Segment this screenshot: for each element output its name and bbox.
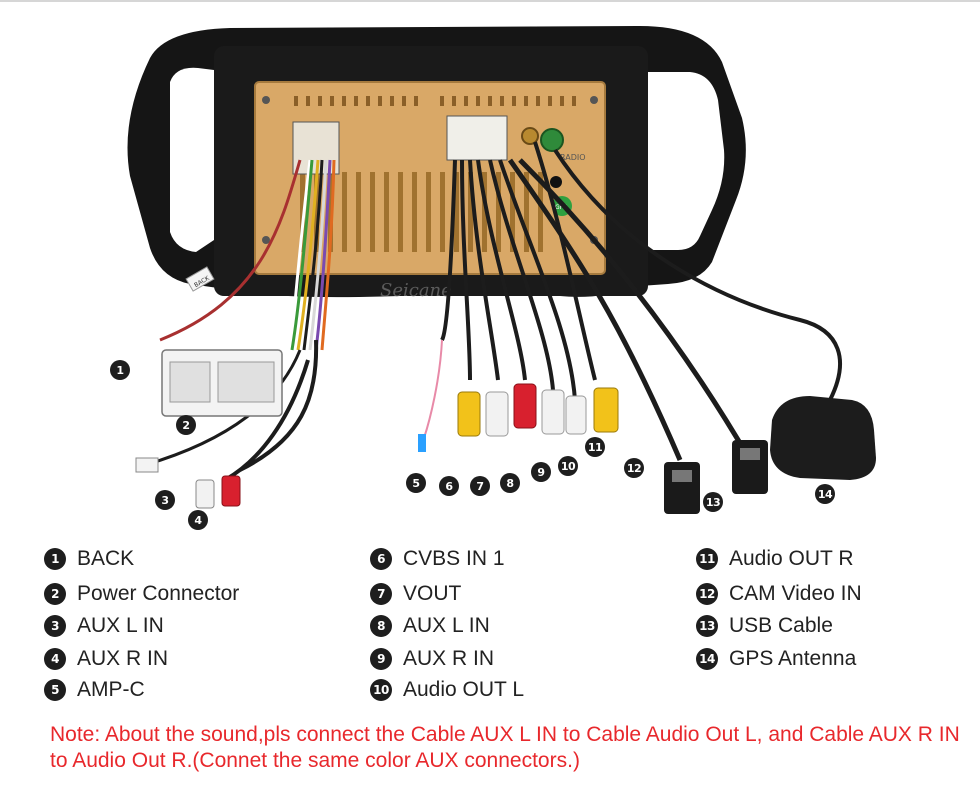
rca-cvbs-in-yellow bbox=[457, 391, 481, 437]
amp-c-wire bbox=[423, 339, 443, 439]
legend-number: 6 bbox=[370, 548, 392, 570]
aux-left-red bbox=[221, 475, 241, 507]
callout-2: 2 bbox=[176, 415, 196, 435]
radio-port bbox=[540, 128, 564, 152]
legend-number: 14 bbox=[696, 648, 718, 670]
brand-watermark: Seicane bbox=[380, 280, 452, 301]
legend-number: 4 bbox=[44, 648, 66, 670]
gps-antenna-puck bbox=[770, 396, 876, 480]
rca-cam-video-yellow bbox=[593, 387, 619, 433]
aux-left-white bbox=[195, 479, 215, 509]
callout-11: 11 bbox=[585, 437, 605, 457]
amp-c-tip bbox=[418, 434, 426, 452]
callout-5: 5 bbox=[406, 473, 426, 493]
legend-label: AUX L IN bbox=[77, 614, 164, 637]
back-wire-tag bbox=[185, 266, 215, 292]
legend-item-audio-out-r: 11 Audio OUT R bbox=[696, 547, 854, 571]
legend-label: BACK bbox=[77, 547, 135, 570]
legend-item-aux-r-in: 4 AUX R IN bbox=[44, 647, 168, 671]
callout-14: 14 bbox=[815, 484, 835, 504]
main-harness-plug bbox=[292, 121, 340, 175]
top-divider bbox=[0, 0, 980, 2]
legend-item-back: 1 BACK bbox=[44, 547, 134, 571]
legend-label: VOUT bbox=[403, 582, 462, 605]
callout-13: 13 bbox=[703, 492, 723, 512]
legend-number: 2 bbox=[44, 583, 66, 605]
callout-10: 10 bbox=[558, 456, 578, 476]
legend-label: CVBS IN 1 bbox=[403, 547, 505, 570]
legend-item-vout: 7 VOUT bbox=[370, 582, 461, 606]
legend-number: 9 bbox=[370, 648, 392, 670]
callout-9: 9 bbox=[531, 462, 551, 482]
legend-number: 3 bbox=[44, 615, 66, 637]
vent-top bbox=[294, 96, 576, 106]
rca-audio-out-l-white bbox=[565, 395, 587, 435]
legend-item-aux-l-in: 3 AUX L IN bbox=[44, 614, 164, 638]
port-tag-gps: GPS bbox=[555, 204, 567, 211]
legend-number: 11 bbox=[696, 548, 718, 570]
legend-label: Audio OUT R bbox=[729, 547, 854, 570]
callout-1: 1 bbox=[110, 360, 130, 380]
product-photo: RADIO GPS Seicane BACK bbox=[127, 26, 876, 514]
legend-label: GPS Antenna bbox=[729, 647, 857, 670]
harness-wires bbox=[144, 159, 336, 482]
legend-number: 12 bbox=[696, 583, 718, 605]
port-black bbox=[550, 176, 562, 188]
legend-item-cam-video-in: 12 CAM Video IN bbox=[696, 582, 862, 606]
legend-label: AUX R IN bbox=[403, 647, 495, 670]
rca-vout-white bbox=[485, 391, 509, 437]
legend-number: 7 bbox=[370, 583, 392, 605]
legend-item-cvbs-in-1: 6 CVBS IN 1 bbox=[370, 547, 505, 571]
bezel-window-right bbox=[648, 72, 725, 250]
callout-4: 4 bbox=[188, 510, 208, 530]
av-plug bbox=[446, 115, 508, 161]
legend-label: AUX L IN bbox=[403, 614, 490, 637]
legend-label: CAM Video IN bbox=[729, 582, 862, 605]
legend-label: USB Cable bbox=[729, 614, 833, 637]
legend-label: AUX R IN bbox=[77, 647, 169, 670]
small-white-plug bbox=[135, 457, 159, 473]
vent-bottom bbox=[300, 172, 543, 252]
legend-label: AMP-C bbox=[77, 678, 145, 701]
legend-item-gps-antenna: 14 GPS Antenna bbox=[696, 647, 856, 671]
callout-12: 12 bbox=[624, 458, 644, 478]
legend-number: 8 bbox=[370, 615, 392, 637]
callout-7: 7 bbox=[470, 476, 490, 496]
legend-item-aux-r-in-2: 9 AUX R IN bbox=[370, 647, 494, 671]
gps-port bbox=[521, 127, 539, 145]
callout-3: 3 bbox=[155, 490, 175, 510]
legend-item-audio-out-l: 10 Audio OUT L bbox=[370, 678, 524, 702]
legend-number: 1 bbox=[44, 548, 66, 570]
legend-label: Power Connector bbox=[77, 582, 240, 605]
legend-number: 10 bbox=[370, 679, 392, 701]
rca-aux-l-red bbox=[513, 383, 537, 429]
legend-number: 13 bbox=[696, 615, 718, 637]
callout-6: 6 bbox=[439, 476, 459, 496]
legend-item-power-connector: 2 Power Connector bbox=[44, 582, 239, 606]
legend-item-amp-c: 5 AMP-C bbox=[44, 678, 145, 702]
legend-item-aux-l-in-2: 8 AUX L IN bbox=[370, 614, 490, 638]
sound-connection-note: Note: About the sound,pls connect the Ca… bbox=[50, 723, 960, 772]
bezel-window-left bbox=[170, 67, 214, 253]
legend-label: Audio OUT L bbox=[403, 678, 525, 701]
usb-plug-1 bbox=[664, 462, 700, 514]
av-wires bbox=[440, 141, 842, 462]
legend-number: 5 bbox=[44, 679, 66, 701]
callout-8: 8 bbox=[500, 473, 520, 493]
legend-item-usb-cable: 13 USB Cable bbox=[696, 614, 833, 638]
rca-aux-r-white bbox=[541, 389, 565, 435]
port-tag-radio: RADIO bbox=[560, 153, 586, 162]
